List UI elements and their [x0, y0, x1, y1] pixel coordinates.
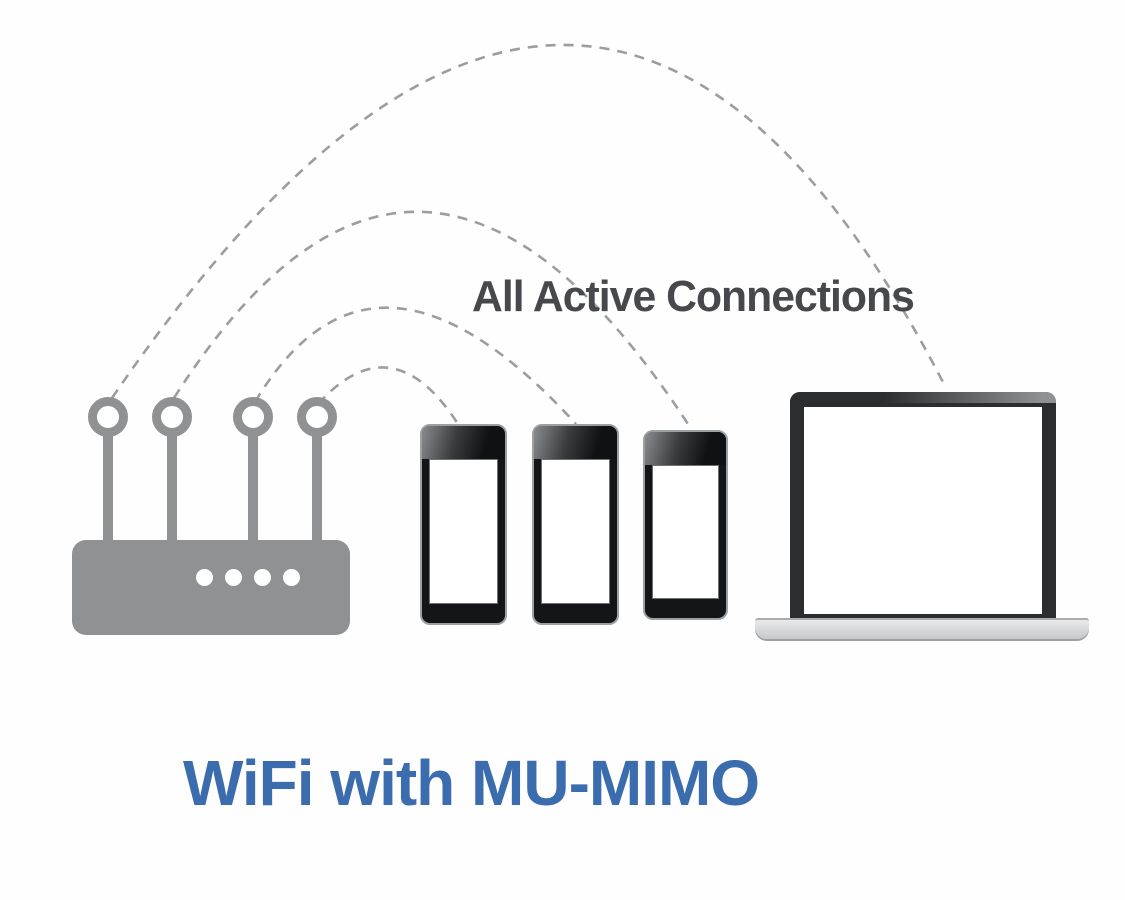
phone-screen	[429, 459, 498, 604]
router-antenna-2-ring	[152, 397, 192, 437]
router-indicator-dot	[254, 569, 271, 586]
router-antenna-1-ring	[88, 397, 128, 437]
router-antenna-3	[248, 432, 258, 544]
router-indicator-dot	[196, 569, 213, 586]
router-antenna-2	[167, 432, 177, 544]
arc-antenna4-to-smartphone-1	[317, 366, 460, 425]
router-antenna-3-ring	[233, 397, 273, 437]
smartphone-2	[532, 424, 619, 625]
router-body	[72, 540, 350, 635]
smartphone-1	[420, 424, 507, 625]
router-indicator-dot	[283, 569, 300, 586]
laptop-base	[755, 618, 1089, 639]
laptop-lid	[790, 392, 1056, 620]
arc-antenna1-to-laptop	[110, 43, 947, 399]
phone-screen	[652, 465, 719, 599]
phone-top-bezel	[534, 426, 617, 459]
phone-top-bezel	[645, 432, 726, 465]
router-indicator-dot	[225, 569, 242, 586]
phone-top-bezel	[422, 426, 505, 459]
title-text: WiFi with MU-MIMO	[183, 747, 760, 819]
connections-label: All Active Connections	[472, 272, 915, 321]
arc-antenna2-to-smartphone-3	[172, 210, 690, 425]
arc-antenna3-to-smartphone-2	[253, 306, 577, 425]
router-antenna-4	[312, 432, 322, 544]
phone-screen	[541, 459, 610, 604]
router-antenna-4-ring	[297, 397, 337, 437]
laptop-screen	[804, 407, 1042, 614]
laptop-lid-highlight	[790, 392, 1056, 403]
router-antenna-1	[103, 432, 113, 544]
smartphone-3	[643, 430, 728, 620]
